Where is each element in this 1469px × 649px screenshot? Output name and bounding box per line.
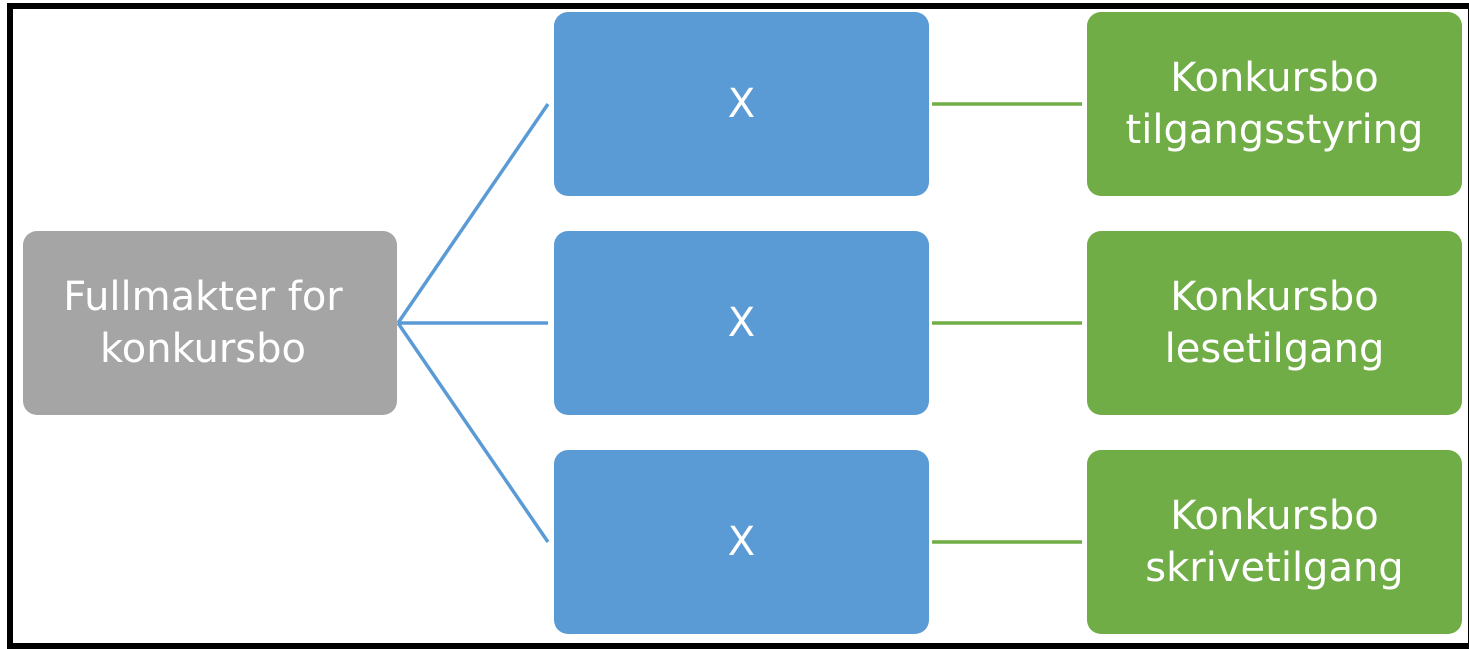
leaf-node-tilgangsstyring: Konkursbo tilgangsstyring [1087, 12, 1462, 196]
leaf-node-skrivetilgang: Konkursbo skrivetilgang [1087, 450, 1462, 634]
middle-node-2: X [554, 231, 929, 415]
leaf-node-lesetilgang: Konkursbo lesetilgang [1087, 231, 1462, 415]
leaf-node-2-label: Konkursbo lesetilgang [1164, 274, 1385, 372]
leaf-node-1-label: Konkursbo tilgangsstyring [1125, 55, 1424, 153]
root-node-label: Fullmakter for konkursbo [63, 274, 343, 372]
middle-node-1-label: X [727, 81, 756, 127]
middle-node-3: X [554, 450, 929, 634]
root-node: Fullmakter for konkursbo [23, 231, 397, 415]
middle-node-1: X [554, 12, 929, 196]
leaf-node-3-label: Konkursbo skrivetilgang [1145, 493, 1404, 591]
middle-node-3-label: X [727, 519, 756, 565]
middle-node-2-label: X [727, 300, 756, 346]
